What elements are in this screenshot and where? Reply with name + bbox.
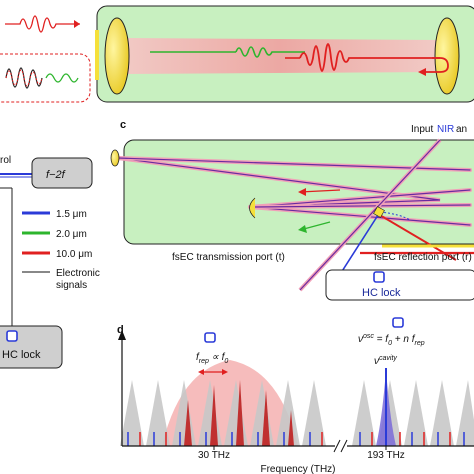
input-pulse-sketch bbox=[5, 15, 80, 33]
legend-label-electronic-1: Electronic bbox=[56, 268, 100, 279]
legend-label-electronic-2: signals bbox=[56, 280, 87, 291]
lock-icon bbox=[392, 317, 404, 328]
hc-lock-label-right: HC lock bbox=[362, 287, 401, 299]
red-comb bbox=[184, 380, 294, 446]
fsec-cavity bbox=[110, 138, 474, 292]
f2f-box bbox=[31, 157, 93, 189]
fsec-beamsplitter bbox=[373, 206, 385, 218]
lock-icon bbox=[6, 330, 18, 342]
panel-label-c: c bbox=[120, 119, 126, 131]
fsec-mirror-left bbox=[110, 149, 120, 167]
f2f-label: f−2f bbox=[46, 169, 66, 181]
control-label: rol bbox=[0, 155, 11, 166]
cavity-mirror-left bbox=[104, 17, 130, 95]
cavity-mirror-right bbox=[434, 17, 460, 95]
legend-label-3: 10.0 μm bbox=[56, 249, 92, 260]
frep-label: frep ∝ f0 bbox=[196, 352, 228, 365]
input-label-nir: NIR bbox=[437, 124, 454, 135]
top-cavity bbox=[95, 5, 474, 103]
hc-lock-label-left: HC lock bbox=[2, 349, 41, 361]
legend-label-1: 1.5 μm bbox=[56, 209, 87, 220]
panel-label-d: d bbox=[117, 324, 124, 336]
hc-lock-box-right bbox=[325, 269, 474, 301]
arrow-up-icon bbox=[118, 330, 126, 340]
arrow-left-icon bbox=[418, 68, 426, 76]
nu-osc-label: νosc = f0 + n frep bbox=[358, 333, 425, 347]
block-diagram: rol bbox=[0, 155, 93, 369]
lock-icon bbox=[373, 271, 385, 283]
fsec-mirror-mid bbox=[249, 197, 256, 219]
reflection-port-label: fsEC reflection port (r) bbox=[374, 252, 472, 263]
legend-label-2: 2.0 μm bbox=[56, 229, 87, 240]
spectrum-plot bbox=[118, 317, 474, 453]
lock-icon bbox=[204, 332, 216, 343]
transmission-port-label: fsEC transmission port (t) bbox=[172, 252, 285, 263]
nu-cavity-label: νcavity bbox=[374, 355, 397, 367]
tick-label-193thz: 193 THz bbox=[367, 450, 405, 461]
x-axis-label: Frequency (THz) bbox=[260, 464, 335, 474]
wavelength-legend bbox=[22, 211, 50, 273]
generated-pulse-sketch bbox=[0, 53, 91, 103]
input-label-suffix: an bbox=[456, 124, 467, 135]
input-label-prefix: Input bbox=[411, 124, 433, 135]
tick-label-30thz: 30 THz bbox=[198, 450, 230, 461]
